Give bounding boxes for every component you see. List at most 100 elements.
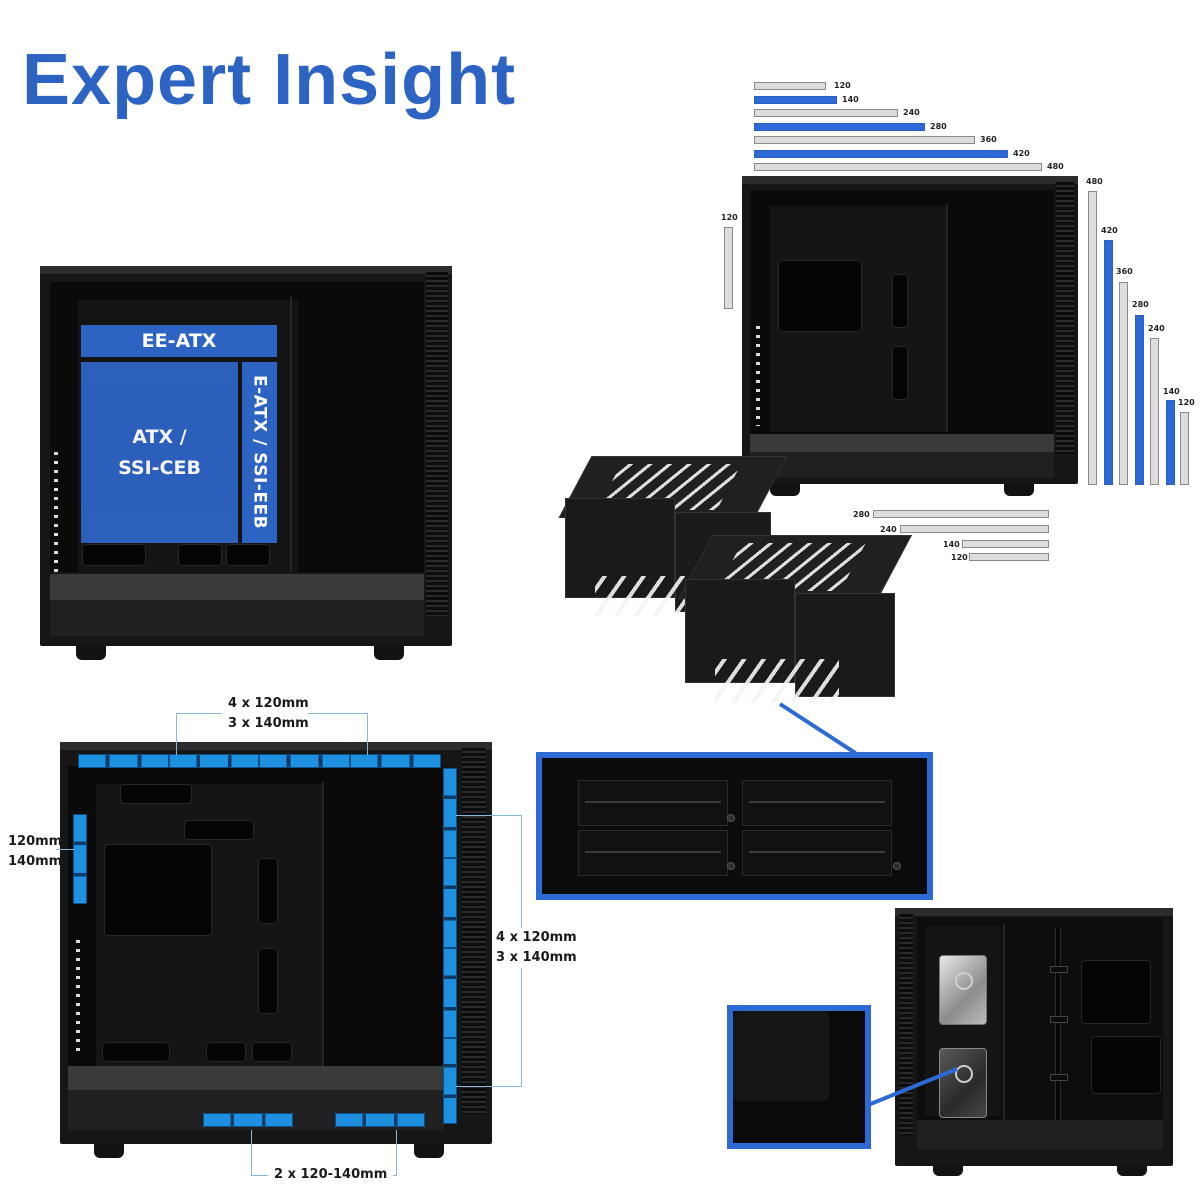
bar-label: 360 xyxy=(980,135,997,144)
bar-label: 360 xyxy=(1116,267,1133,276)
ee-atx-label: EE-ATX xyxy=(141,330,217,352)
velcro-strap xyxy=(1050,1016,1068,1023)
bay-rail xyxy=(585,801,721,803)
hdd-silver xyxy=(939,955,987,1025)
bar-top-120 xyxy=(754,82,826,90)
cage-bottom-holes xyxy=(715,659,839,703)
ee-atx-zone: EE-ATX xyxy=(81,325,277,357)
expansion-slots xyxy=(756,326,760,426)
grommet-cutout xyxy=(102,1042,170,1062)
bar-label: 120 xyxy=(834,81,851,90)
rear-fan xyxy=(73,814,87,904)
rear-fan-label-line2: 140mm xyxy=(8,854,63,869)
hdd-spindle xyxy=(955,1065,973,1083)
bar-front-360 xyxy=(1119,282,1128,485)
bar-label: 420 xyxy=(1101,226,1118,235)
grommet-cutout xyxy=(184,820,254,840)
front-grille xyxy=(462,748,486,1114)
bar-bottom-240 xyxy=(900,525,1049,533)
bar-front-480 xyxy=(1088,191,1097,485)
top-fan xyxy=(259,754,350,768)
cable-divider xyxy=(290,296,292,572)
cable-divider xyxy=(946,204,948,432)
hdd-mount-plate xyxy=(733,1011,829,1101)
bar-label: 120 xyxy=(721,213,738,222)
psu-shroud-strip xyxy=(750,434,1054,452)
hdd-spindle xyxy=(955,972,973,990)
case-foot xyxy=(94,1144,124,1158)
velcro-strap xyxy=(1050,966,1068,973)
bottom-fan-label-text: 2 x 120-140mm xyxy=(274,1167,388,1182)
cpu-cutout xyxy=(104,844,212,936)
bar-label: 140 xyxy=(943,540,960,549)
bay-rail xyxy=(749,801,885,803)
drive-bay xyxy=(578,780,728,826)
top-fan-label-line2: 3 x 140mm xyxy=(228,716,309,731)
case-top-rim xyxy=(742,176,1078,184)
rear-grille xyxy=(899,914,913,1136)
front-fan-label-line2: 3 x 140mm xyxy=(496,950,577,965)
bar-top-240 xyxy=(754,109,898,117)
cable-divider xyxy=(322,782,324,1070)
case-radiator-view xyxy=(742,176,1078,496)
case-foot xyxy=(414,1144,444,1158)
bar-label: 240 xyxy=(903,108,920,117)
case-rear-view xyxy=(895,908,1173,1176)
bar-bottom-140 xyxy=(962,540,1049,548)
bar-front-120 xyxy=(1180,412,1189,485)
bar-front-240 xyxy=(1150,338,1159,485)
bar-front-140 xyxy=(1166,400,1175,485)
psu-area xyxy=(1091,1036,1161,1094)
bottom-fan xyxy=(203,1113,293,1127)
hdd-mount-callout xyxy=(727,1005,871,1149)
top-fan xyxy=(78,754,169,768)
atx-label-line2: SSI-CEB xyxy=(118,456,201,479)
bar-top-480 xyxy=(754,163,1042,171)
cpu-cutout xyxy=(778,260,862,332)
bar-top-280 xyxy=(754,123,925,131)
grommet-cutout xyxy=(258,948,278,1014)
thumb-screw xyxy=(893,862,901,870)
grommet-cutout xyxy=(82,544,146,566)
e-atx-label: E-ATX / SSI-EEB xyxy=(249,375,270,530)
top-fan-leader-right xyxy=(306,713,368,755)
bar-front-280 xyxy=(1135,315,1144,485)
rear-fan-label-line1: 120mm xyxy=(8,834,63,849)
front-fan-label: 4 x 120mm 3 x 140mm xyxy=(496,928,577,968)
bar-label: 240 xyxy=(880,525,897,534)
case-foot xyxy=(1117,1166,1147,1176)
front-grille xyxy=(426,272,448,616)
drive-cage-2 xyxy=(677,535,913,720)
drive-bay xyxy=(578,830,728,876)
front-fan-label-line1: 4 x 120mm xyxy=(496,930,577,945)
grommet-cutout xyxy=(892,274,908,328)
bar-rear-120 xyxy=(724,227,733,309)
case-top-rim xyxy=(60,742,492,750)
rear-fan-label: 120mm 140mm xyxy=(8,832,62,872)
case-motherboard-view: EE-ATX ATX / SSI-CEB E-ATX / SSI-EEB xyxy=(40,266,452,660)
top-fan xyxy=(169,754,259,768)
top-fan xyxy=(350,754,441,768)
bar-label: 420 xyxy=(1013,149,1030,158)
drive-bay xyxy=(742,830,892,876)
bar-bottom-120 xyxy=(969,553,1049,561)
expansion-slots xyxy=(76,940,80,1056)
bottom-fan xyxy=(335,1113,425,1127)
grommet-cutout xyxy=(178,544,222,566)
bar-label: 140 xyxy=(842,95,859,104)
front-grille xyxy=(1056,182,1074,454)
drive-bay-callout xyxy=(536,752,933,900)
rear-fan-leader xyxy=(56,849,74,850)
psu-shroud xyxy=(750,452,1054,478)
bar-label: 120 xyxy=(1178,398,1195,407)
thumb-screw xyxy=(727,814,735,822)
bar-label: 480 xyxy=(1047,162,1064,171)
cpu-backplate-cutout xyxy=(1081,960,1151,1024)
bar-front-420 xyxy=(1104,240,1113,485)
hdd-dark xyxy=(939,1048,987,1118)
bay-rail xyxy=(749,851,885,853)
bottom-fan-label: 2 x 120-140mm xyxy=(268,1165,394,1185)
psu-basement xyxy=(917,1120,1163,1150)
thumb-screw xyxy=(727,862,735,870)
bar-label: 280 xyxy=(930,122,947,131)
